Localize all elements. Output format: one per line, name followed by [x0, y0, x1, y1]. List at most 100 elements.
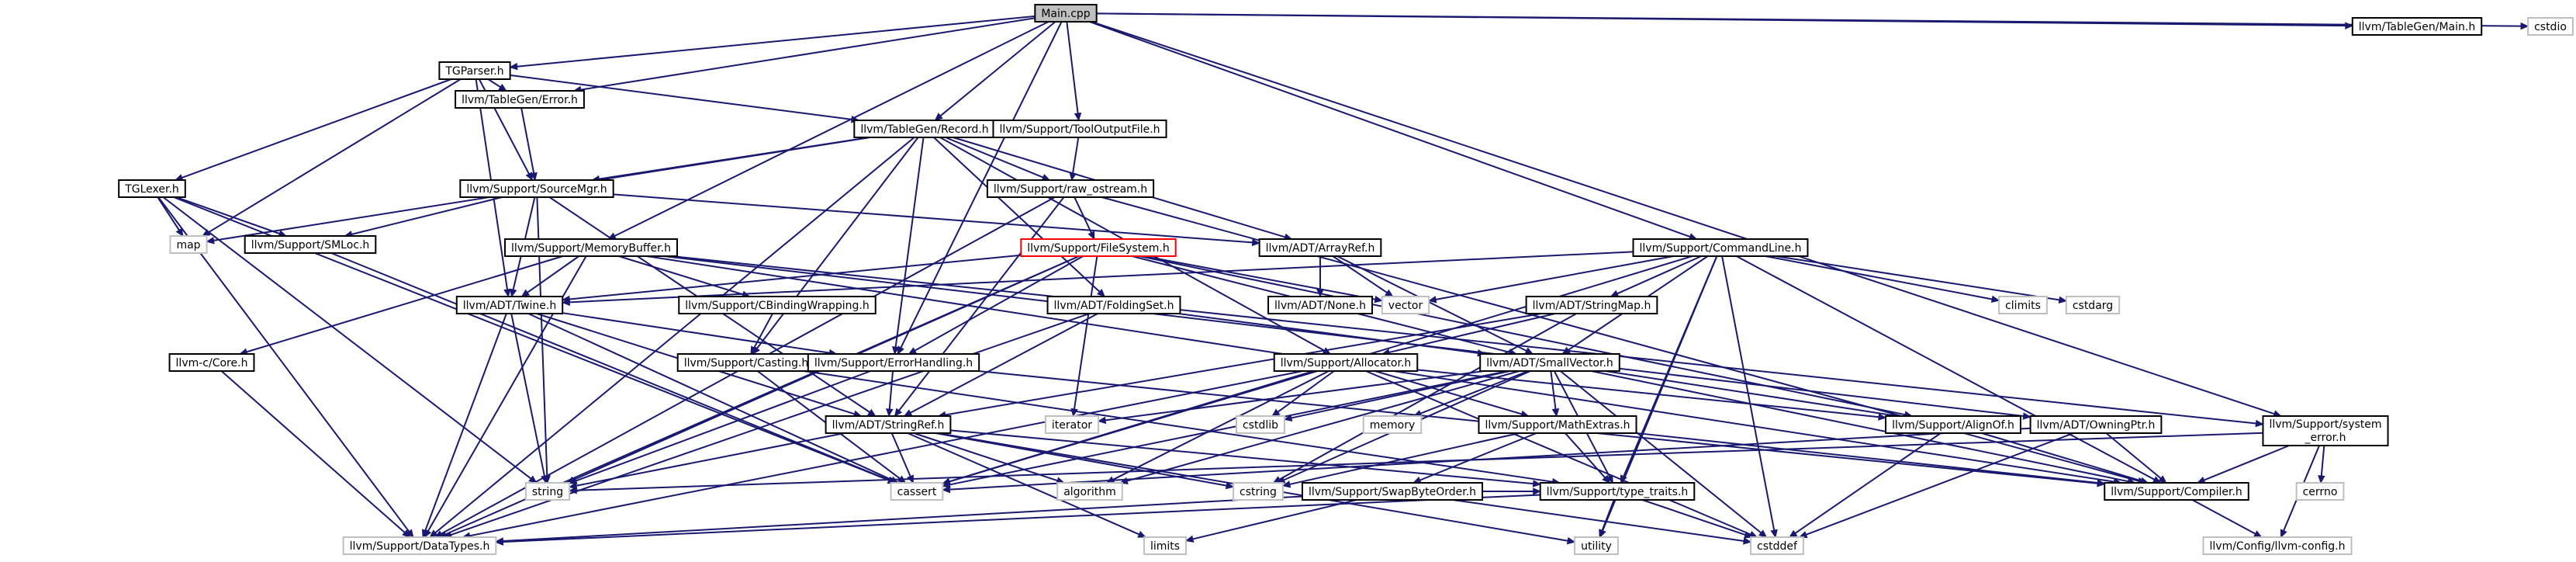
edge-line	[1105, 370, 1485, 422]
edge-main-to-commandline	[1089, 21, 1698, 241]
node-none[interactable]: llvm/ADT/None.h	[1267, 296, 1373, 314]
node-label: llvm/ADT/OwningPtr.h	[2037, 419, 2156, 432]
edge-main-to-tgparser	[509, 15, 1036, 71]
node-tgerror[interactable]: llvm/TableGen/Error.h	[455, 90, 585, 109]
node-casting[interactable]: llvm/Support/Casting.h	[676, 353, 816, 372]
edge-line	[469, 370, 1303, 537]
edge-foldingset-to-datatypes	[443, 313, 1090, 539]
node-box	[168, 353, 255, 372]
node-label: cstdarg	[2073, 300, 2113, 312]
node-rawostream[interactable]: llvm/Support/raw_ostream.h	[986, 179, 1155, 198]
edge-line	[1736, 255, 2155, 480]
node-label: llvm/Support/ToolOutputFile.h	[999, 123, 1160, 136]
edge-stringref-to-cstring	[935, 432, 1235, 490]
edge-line	[898, 196, 1065, 411]
node-foldingset[interactable]: llvm/ADT/FoldingSet.h	[1046, 296, 1181, 314]
node-tgparser[interactable]: TGParser.h	[438, 61, 511, 80]
node-label: llvm/TableGen/Record.h	[860, 123, 988, 136]
node-commandline[interactable]: llvm/Support/CommandLine.h	[1632, 238, 1809, 257]
node-stringref[interactable]: llvm/ADT/StringRef.h	[825, 415, 952, 434]
edge-line	[1066, 21, 1079, 114]
edge-line	[510, 74, 852, 120]
node-cbinding[interactable]: llvm/Support/CBindingWrapping.h	[678, 296, 877, 314]
edge-line	[890, 432, 911, 477]
node-label: algorithm	[1063, 486, 1116, 498]
edge-rawostream-to-filesystem	[1074, 196, 1095, 241]
node-memorybuffer[interactable]: llvm/Support/MemoryBuffer.h	[504, 238, 678, 257]
node-alignof[interactable]: llvm/Support/AlignOf.h	[1885, 415, 2021, 434]
node-errorhandling[interactable]: llvm/Support/ErrorHandling.h	[807, 353, 980, 372]
node-label: llvm/Support/SwapByteOrder.h	[1309, 486, 1476, 498]
edge-arrowhead	[1070, 408, 1078, 418]
node-tgmain[interactable]: llvm/TableGen/Main.h	[2351, 17, 2483, 36]
node-label: string	[532, 486, 563, 498]
edge-arrowhead	[498, 83, 507, 92]
edge-arrayref-to-none	[1316, 256, 1324, 298]
edge-line	[939, 21, 1056, 117]
node-datatypes: llvm/Support/DataTypes.h	[342, 536, 497, 555]
node-llvmccore[interactable]: llvm-c/Core.h	[168, 353, 255, 372]
node-box	[459, 179, 614, 198]
edge-tgparser-to-tglexer	[174, 78, 452, 182]
node-stringmap[interactable]: llvm/ADT/StringMap.h	[1525, 296, 1658, 314]
node-sourcemgr[interactable]: llvm/Support/SourceMgr.h	[459, 179, 614, 198]
node-label: llvm/TableGen/Error.h	[462, 94, 578, 106]
edge-line	[1091, 21, 2275, 415]
node-label: llvm/ADT/Twine.h	[463, 300, 556, 312]
edge-cbinding-to-casting	[750, 313, 773, 356]
edge-arrowhead	[1184, 535, 1195, 543]
node-arrayref[interactable]: llvm/ADT/ArrayRef.h	[1258, 238, 1382, 257]
node-tglexer[interactable]: TGLexer.h	[118, 179, 186, 198]
node-record[interactable]: llvm/TableGen/Record.h	[853, 120, 996, 138]
edge-line	[945, 313, 1542, 416]
node-box	[2065, 296, 2121, 314]
node-mathextras[interactable]: llvm/Support/MathExtras.h	[1478, 415, 1637, 434]
edge-smallvector-to-mathextras	[1550, 370, 1560, 418]
node-cassert: cassert	[890, 482, 944, 501]
node-smallvector[interactable]: llvm/ADT/SmallVector.h	[1479, 353, 1620, 372]
node-box	[1885, 415, 2021, 434]
edge-arrowhead	[1532, 480, 1541, 487]
edge-commandline-to-cstdarg	[1776, 255, 2068, 304]
edge-arrowhead	[1743, 537, 1752, 545]
node-allocator[interactable]: llvm/Support/Allocator.h	[1273, 353, 1419, 372]
edge-tglexer-to-smloc	[175, 196, 287, 238]
node-main[interactable]: Main.cpp	[1034, 4, 1098, 23]
node-label: cstdlib	[1243, 419, 1278, 432]
edge-commandline-to-stringmap	[1610, 255, 1702, 297]
edge-twine-to-datatypes	[421, 313, 507, 539]
edge-smallvector-to-cstddef	[1560, 370, 1768, 538]
edge-line	[1765, 255, 1993, 300]
edge-line	[520, 107, 535, 174]
node-label: llvm/Support/Casting.h	[684, 357, 809, 369]
node-llvmconfig: llvm/Config/llvm-config.h	[2202, 536, 2353, 555]
node-owningptr[interactable]: llvm/ADT/OwningPtr.h	[2029, 415, 2163, 434]
node-box	[1362, 415, 1423, 434]
edge-sourcemgr-to-arrayref	[613, 193, 1260, 247]
edge-line	[2320, 445, 2325, 477]
node-systemerror[interactable]: llvm/Support/system_error.h	[2262, 415, 2389, 446]
edge-line	[1074, 196, 1092, 234]
node-compiler[interactable]: llvm/Support/Compiler.h	[2104, 482, 2249, 501]
edge-main-to-record	[934, 21, 1056, 121]
node-swapbyteorder[interactable]: llvm/Support/SwapByteOrder.h	[1301, 482, 1484, 501]
node-tooloutput[interactable]: llvm/Support/ToolOutputFile.h	[992, 120, 1167, 138]
node-label: llvm/Support/SourceMgr.h	[466, 183, 607, 196]
edge-arrowhead	[1069, 172, 1077, 182]
node-label: llvm/ADT/None.h	[1274, 300, 1366, 312]
node-box	[342, 536, 497, 555]
edge-systemerror-to-cerrno	[2318, 445, 2325, 484]
edge-line	[162, 196, 532, 480]
edge-sourcemgr-to-smloc	[344, 196, 503, 238]
node-box	[2202, 536, 2353, 555]
node-filesystem[interactable]: llvm/Support/FileSystem.h	[1020, 238, 1177, 257]
edge-record-to-rawostream	[945, 137, 1051, 181]
node-label: llvm/Support/DataTypes.h	[350, 540, 490, 553]
node-typetraits[interactable]: llvm/Support/type_traits.h	[1539, 482, 1696, 501]
node-box	[1539, 482, 1696, 501]
node-smloc[interactable]: llvm/Support/SMLoc.h	[244, 235, 377, 254]
edge-arrowhead	[541, 474, 548, 484]
node-box	[455, 296, 564, 314]
node-twine[interactable]: llvm/ADT/Twine.h	[455, 296, 564, 314]
